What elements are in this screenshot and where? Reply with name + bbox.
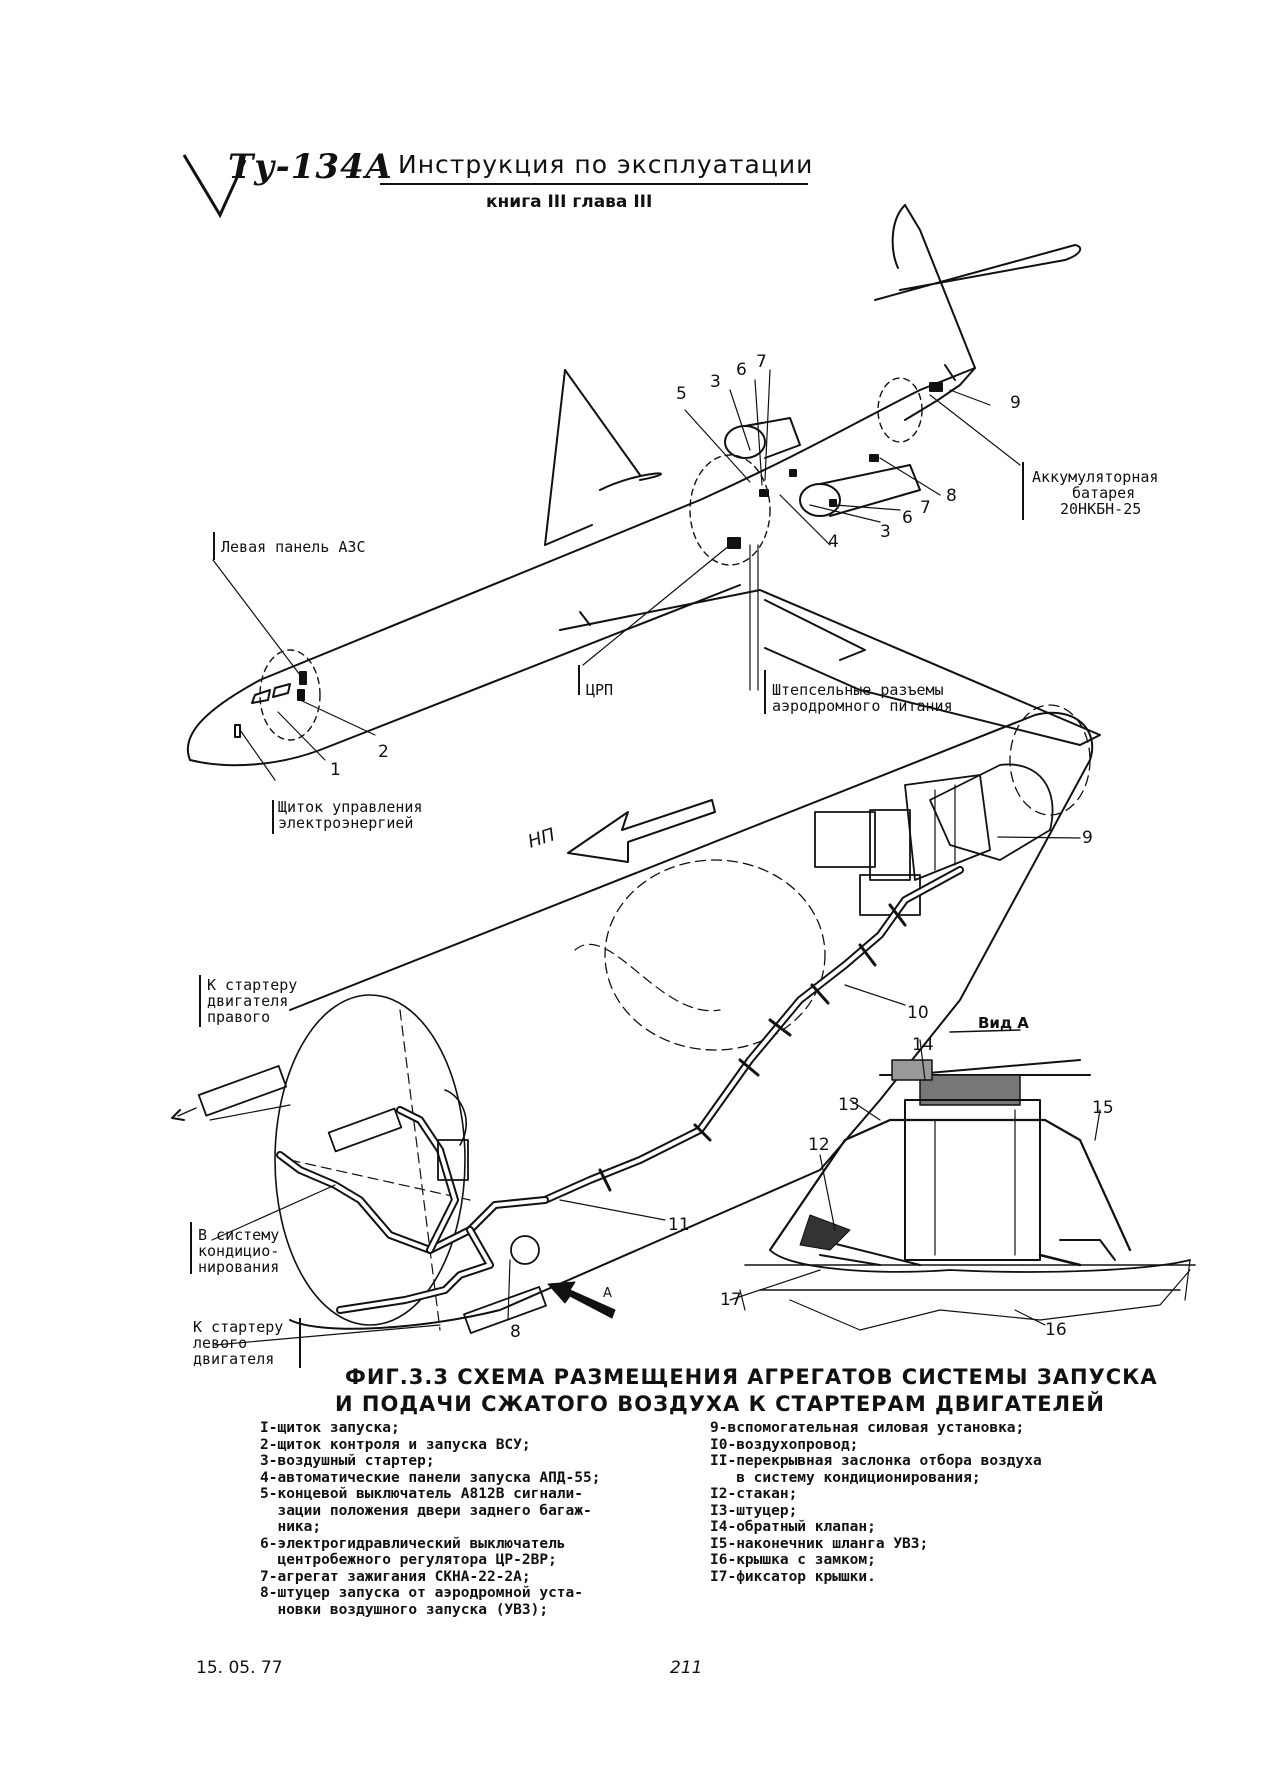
label-aircon-3: нирования bbox=[198, 1258, 280, 1276]
label-bar bbox=[213, 532, 215, 560]
label-ground-power-2: аэродромного питания bbox=[772, 697, 953, 715]
legend-item: 8-штуцер запуска от аэродромной уста- bbox=[260, 1585, 584, 1601]
figure-caption-line-2: И ПОДАЧИ СЖАТОГО ВОЗДУХА К СТАРТЕРАМ ДВИ… bbox=[335, 1392, 1105, 1416]
legend-item: 3-воздушный стартер; bbox=[260, 1453, 435, 1469]
label-ground-power-1: Штепсельные разъемы bbox=[772, 681, 944, 699]
callout-6b: 6 bbox=[902, 508, 913, 528]
label-crp: ЦРП bbox=[586, 681, 614, 699]
callout-7: 7 bbox=[756, 352, 767, 372]
callout-16: 16 bbox=[1045, 1320, 1067, 1340]
legend-item: 5-концевой выключатель А812В сигнали- bbox=[260, 1486, 584, 1502]
label-view-a: Вид А bbox=[978, 1014, 1029, 1032]
callout-1: 1 bbox=[330, 760, 341, 780]
label-control-panel-1: Щиток управления bbox=[278, 798, 423, 816]
label-battery-3: 20НКБН-25 bbox=[1060, 500, 1142, 518]
document-title: Инструкция по эксплуатации bbox=[398, 150, 814, 179]
label-left-panel: Левая панель АЗС bbox=[221, 538, 366, 556]
footer-date: 15. 05. 77 bbox=[196, 1658, 283, 1678]
label-bar bbox=[1022, 462, 1024, 520]
legend-item: 2-щиток контроля и запуска ВСУ; bbox=[260, 1436, 531, 1453]
legend-right: 9-вспомогательная силовая установка; I0-… bbox=[710, 1420, 1042, 1585]
callout-3b: 3 bbox=[880, 522, 891, 542]
legend-item: I2-стакан; bbox=[710, 1486, 798, 1502]
legend-item: I6-крышка с замком; bbox=[710, 1552, 876, 1568]
label-bar bbox=[578, 665, 580, 695]
figure-caption-line-1: ФИГ.3.3 СХЕМА РАЗМЕЩЕНИЯ АГРЕГАТОВ СИСТЕ… bbox=[345, 1365, 1158, 1389]
callout-12: 12 bbox=[808, 1135, 830, 1155]
legend-item: I-щиток запуска; bbox=[260, 1420, 400, 1436]
legend-item: 4-автоматические панели запуска АПД-55; bbox=[260, 1469, 601, 1486]
book-chapter: книга III глава III bbox=[486, 192, 653, 212]
label-bar bbox=[199, 975, 201, 1027]
legend-item: I5-наконечник шланга УВЗ; bbox=[710, 1535, 929, 1552]
callout-15: 15 bbox=[1092, 1098, 1114, 1118]
label-bar bbox=[764, 670, 766, 714]
callout-9b: 9 bbox=[1082, 828, 1093, 848]
aircraft-logo: Ту-134А bbox=[228, 147, 394, 187]
callout-11: 11 bbox=[668, 1215, 690, 1235]
callout-8: 8 bbox=[946, 486, 957, 506]
legend-item: I4-обратный клапан; bbox=[710, 1519, 876, 1535]
legend-item: новки воздушного запуска (УВЗ); bbox=[260, 1601, 549, 1618]
callout-4: 4 bbox=[828, 532, 839, 552]
legend-item: I7-фиксатор крышки. bbox=[710, 1568, 876, 1585]
callout-9: 9 bbox=[1010, 393, 1021, 413]
callout-13: 13 bbox=[838, 1095, 860, 1115]
label-bar bbox=[272, 800, 274, 834]
label-left-starter-3: двигателя bbox=[193, 1350, 275, 1368]
legend-item: ника; bbox=[260, 1519, 322, 1535]
legend-item: I0-воздухопровод; bbox=[710, 1436, 859, 1453]
callout-10: 10 bbox=[907, 1003, 929, 1023]
label-bar bbox=[299, 1318, 301, 1368]
label-left-starter-1: К стартеру bbox=[193, 1318, 284, 1336]
legend-item: 6-электрогидравлический выключатель bbox=[260, 1535, 566, 1552]
label-left-starter-2: левого bbox=[193, 1334, 248, 1352]
label-battery-1: Аккумуляторная bbox=[1032, 468, 1159, 486]
legend-item: в систему кондиционирования; bbox=[710, 1469, 981, 1486]
callout-14: 14 bbox=[912, 1035, 934, 1055]
page-number: 211 bbox=[670, 1658, 703, 1678]
label-control-panel-2: электроэнергией bbox=[278, 814, 414, 832]
label-right-starter-2: двигателя bbox=[207, 992, 289, 1010]
callout-5: 5 bbox=[676, 384, 687, 404]
callout-2: 2 bbox=[378, 742, 389, 762]
title-rule bbox=[380, 183, 808, 185]
legend-item: 9-вспомогательная силовая установка; bbox=[710, 1420, 1025, 1436]
callout-17: 17 bbox=[720, 1290, 742, 1310]
label-bar bbox=[190, 1222, 192, 1274]
label-arrow-a: А bbox=[603, 1286, 612, 1301]
legend-item: центробежного регулятора ЦР-2ВР; bbox=[260, 1552, 557, 1568]
legend-item: зации положения двери заднего багаж- bbox=[260, 1502, 592, 1519]
legend-left: I-щиток запуска; 2-щиток контроля и запу… bbox=[260, 1420, 600, 1618]
label-right-starter-1: К стартеру bbox=[207, 976, 298, 994]
label-aircon-1: В систему bbox=[198, 1226, 280, 1244]
label-right-starter-3: правого bbox=[207, 1008, 271, 1026]
label-aircon-2: кондицио- bbox=[198, 1242, 280, 1260]
legend-item: 7-агрегат зажигания СКНА-22-2А; bbox=[260, 1568, 531, 1585]
callout-7b: 7 bbox=[920, 498, 931, 518]
legend-item: I3-штуцер; bbox=[710, 1502, 798, 1519]
callout-3: 3 bbox=[710, 372, 721, 392]
callout-8b: 8 bbox=[510, 1322, 521, 1342]
legend-item: II-перекрывная заслонка отбора воздуха bbox=[710, 1453, 1042, 1469]
callout-6: 6 bbox=[736, 360, 747, 380]
label-battery-2: батарея bbox=[1072, 484, 1136, 502]
